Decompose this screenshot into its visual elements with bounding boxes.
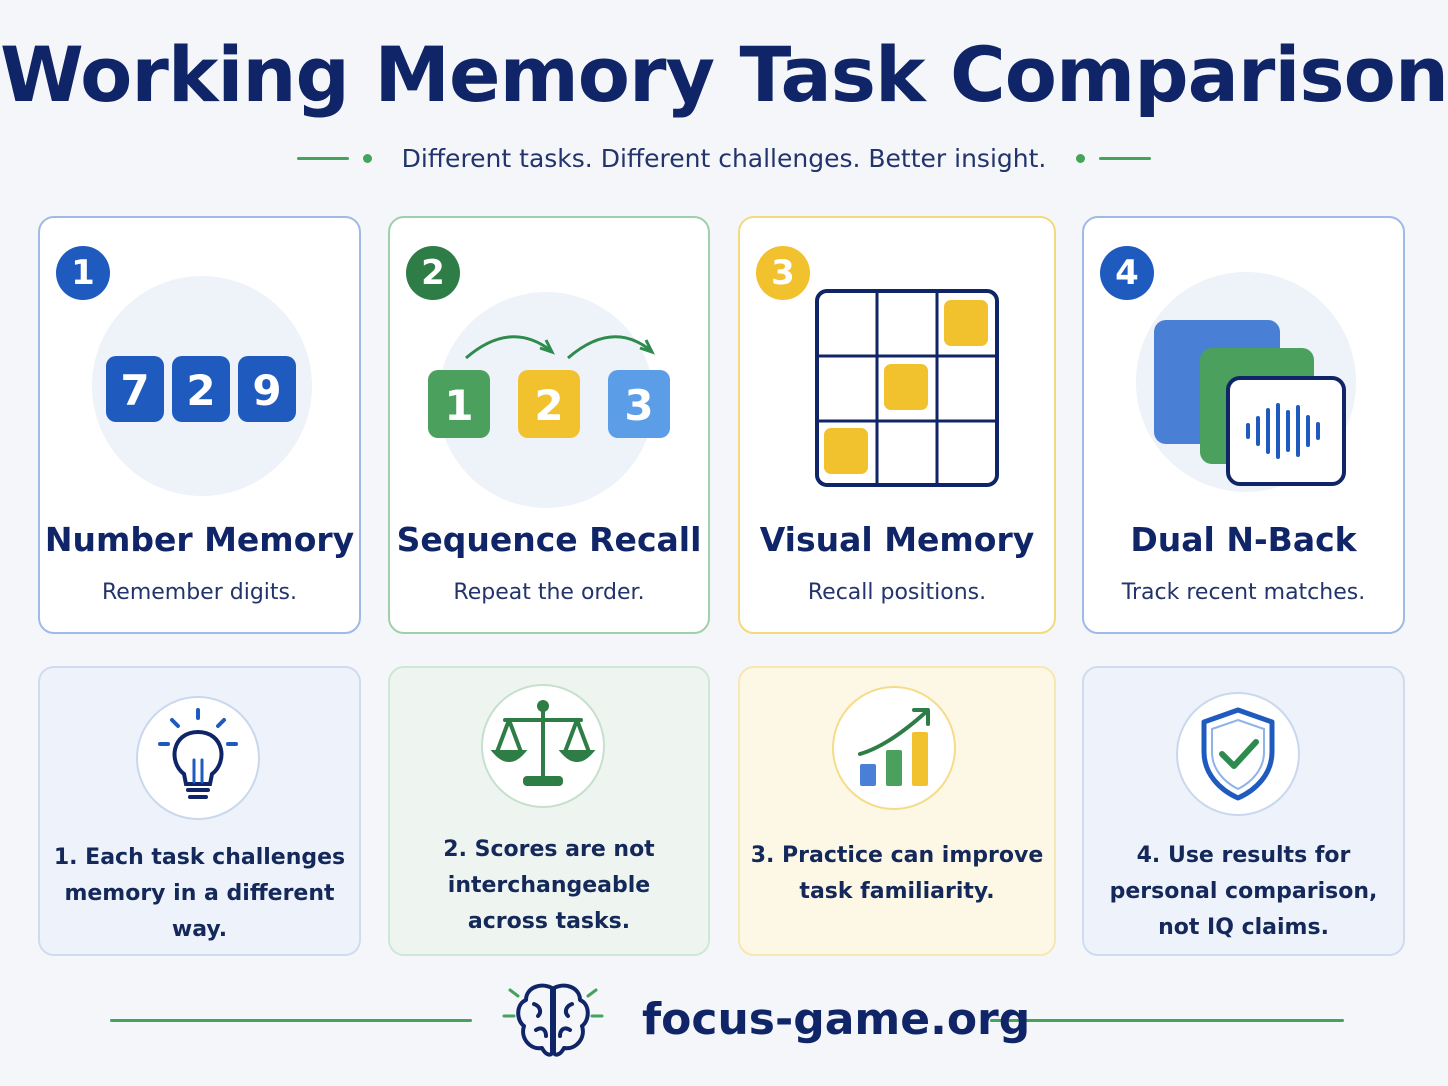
page-title: Working Memory Task Comparison bbox=[0, 30, 1448, 119]
task-name: Dual N-Back bbox=[1130, 520, 1357, 559]
audio-card-stack-icon bbox=[1154, 320, 1346, 486]
tip-card-4: 4. Use results for personal comparison, … bbox=[1082, 666, 1405, 956]
sequence-tile: 3 bbox=[624, 381, 653, 430]
task-card-dual-n-back: 4 Dual N-Back Track recent matches. bbox=[1082, 216, 1405, 634]
task-number-badge: 3 bbox=[756, 246, 810, 300]
task-card-visual-memory: 3 Visual Memory Recall positions. bbox=[738, 216, 1056, 634]
subtitle-divider-right bbox=[1099, 156, 1152, 160]
tip-text: 3. Practice can improve task familiarity… bbox=[750, 838, 1044, 910]
tip-text: 4. Use results for personal comparison, … bbox=[1094, 838, 1393, 946]
subtitle-row: Different tasks. Different challenges. B… bbox=[0, 138, 1448, 178]
tip-icon-circle bbox=[481, 684, 605, 808]
task-name: Number Memory bbox=[44, 520, 355, 559]
lightbulb-icon bbox=[158, 708, 238, 799]
subtitle-dot-left bbox=[362, 153, 372, 163]
tip-text: 2. Scores are not interchangeable across… bbox=[400, 832, 698, 940]
growth-chart-icon bbox=[858, 708, 930, 786]
subtitle-dot-right bbox=[1076, 153, 1086, 163]
task-description: Recall positions. bbox=[807, 580, 987, 605]
task-name: Visual Memory bbox=[759, 520, 1035, 559]
task-description: Track recent matches. bbox=[1121, 580, 1366, 605]
tip-line: 4. Use results for bbox=[1136, 843, 1351, 868]
subtitle-divider-left bbox=[296, 156, 349, 160]
tip-line: memory in a different way. bbox=[64, 881, 335, 942]
task-description: Remember digits. bbox=[101, 580, 297, 605]
shield-check-icon bbox=[1201, 707, 1275, 801]
footer-divider-left bbox=[110, 1019, 472, 1022]
task-number-badge: 1 bbox=[56, 246, 110, 300]
tip-line: not IQ claims. bbox=[1158, 915, 1329, 940]
tip-icon-circle bbox=[1176, 692, 1300, 816]
brain-icon bbox=[502, 983, 604, 1057]
sequence-tile: 2 bbox=[534, 381, 563, 430]
task-description: Repeat the order. bbox=[453, 580, 645, 605]
footer-divider-right bbox=[990, 1019, 1344, 1022]
task-card-number-memory: 1 7 2 9 Number Memory Remember digits. bbox=[38, 216, 361, 634]
task-number-badge: 4 bbox=[1100, 246, 1154, 300]
digit-tiles-icon: 7 2 9 bbox=[106, 356, 296, 422]
tip-text: 1. Each task challenges memory in a diff… bbox=[50, 840, 349, 948]
tip-line: task familiarity. bbox=[799, 879, 995, 904]
tip-line: 2. Scores are not bbox=[443, 837, 655, 862]
tip-line: 3. Practice can improve bbox=[750, 843, 1044, 868]
tip-icon-circle bbox=[832, 686, 956, 810]
page-subtitle: Different tasks. Different challenges. B… bbox=[401, 143, 1047, 173]
task-name: Sequence Recall bbox=[396, 520, 702, 559]
tip-icon-circle bbox=[136, 696, 260, 820]
tip-card-3: 3. Practice can improve task familiarity… bbox=[738, 666, 1056, 956]
tip-line: personal comparison, bbox=[1109, 879, 1378, 904]
task-card-sequence-recall: 2 1 2 3 Sequence Recall Repeat the order… bbox=[388, 216, 710, 634]
task-number-badge: 2 bbox=[406, 246, 460, 300]
sequence-tile: 1 bbox=[444, 381, 473, 430]
digit-tile: 2 bbox=[186, 366, 215, 415]
tip-card-2: 2. Scores are not interchangeable across… bbox=[388, 666, 710, 956]
digit-tile: 7 bbox=[120, 366, 149, 415]
digit-tile: 9 bbox=[252, 366, 281, 415]
tip-card-1: 1. Each task challenges memory in a diff… bbox=[38, 666, 361, 956]
tip-line: interchangeable bbox=[447, 873, 651, 898]
position-grid-icon bbox=[815, 289, 999, 487]
sequence-tiles-icon: 1 2 3 bbox=[428, 335, 670, 438]
scale-icon bbox=[490, 700, 596, 786]
footer-site-link[interactable]: focus-game.org bbox=[642, 994, 1031, 1045]
tip-line: 1. Each task challenges bbox=[53, 845, 346, 870]
tip-line: across tasks. bbox=[467, 909, 631, 934]
